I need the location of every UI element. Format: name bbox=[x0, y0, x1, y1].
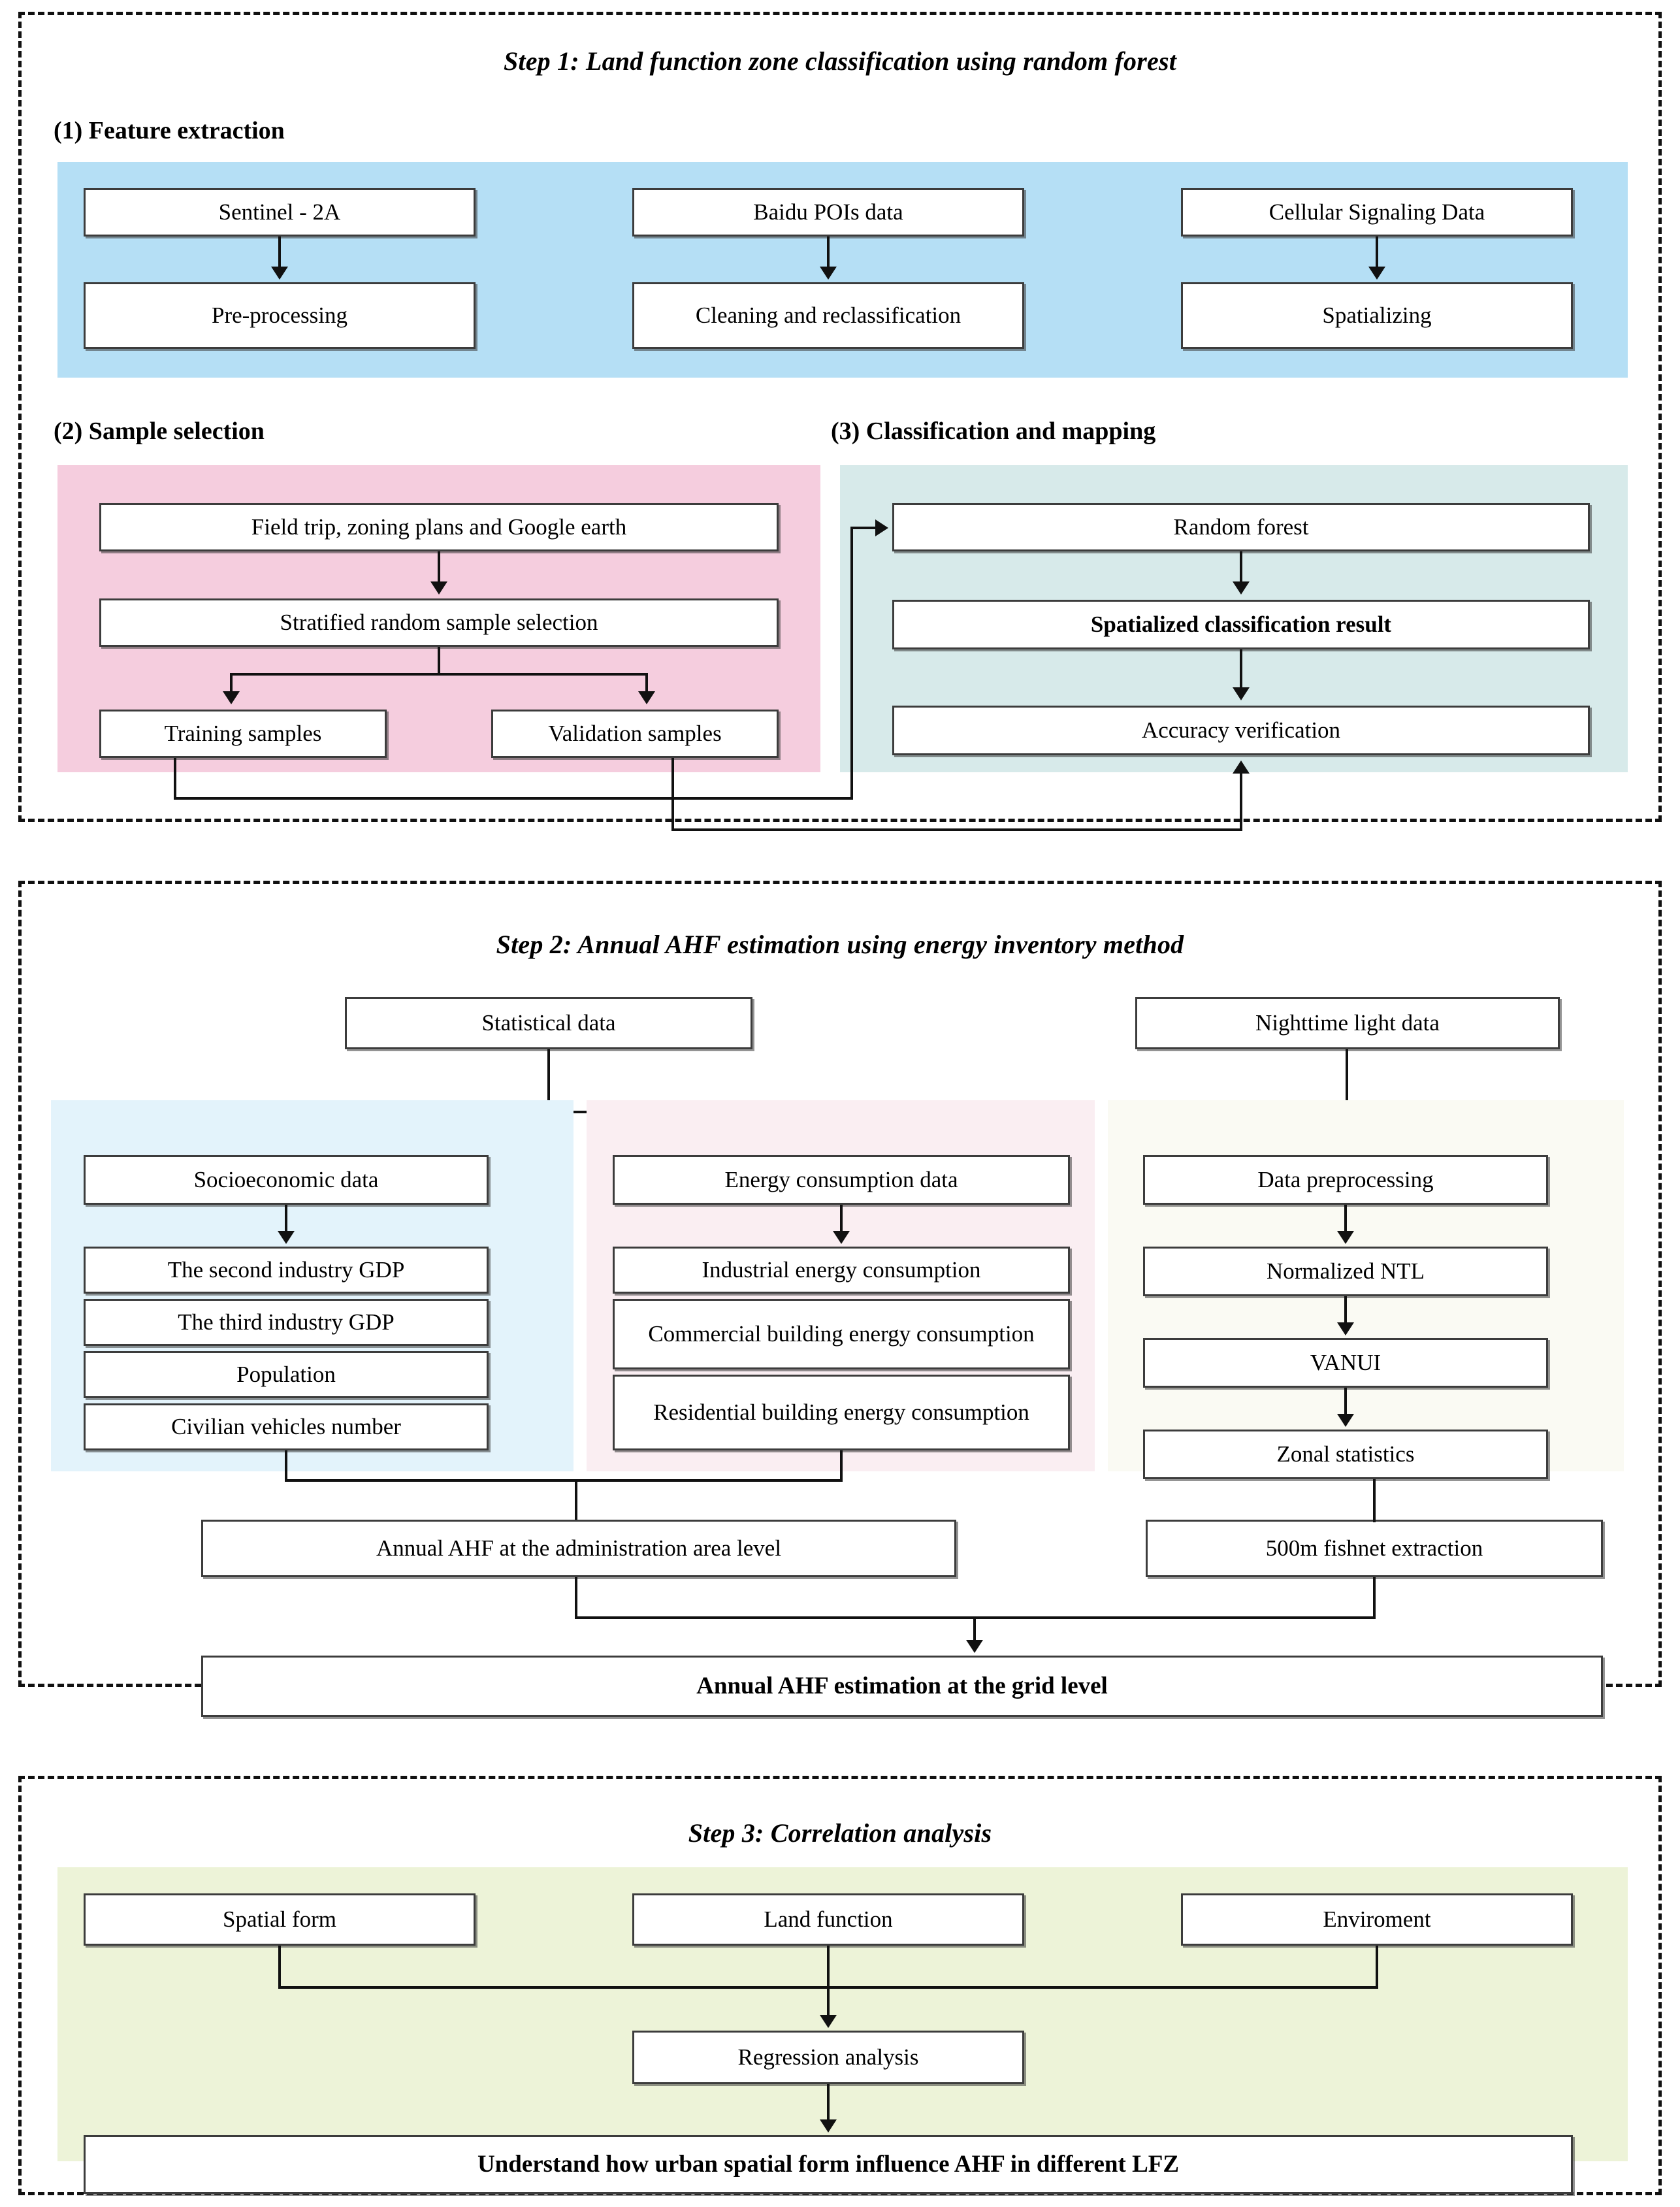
connector-training-out-h bbox=[174, 797, 853, 800]
arrow-down-icon bbox=[820, 267, 837, 280]
connector-ntl-to-preprocessing bbox=[1346, 1049, 1348, 1141]
connector-training-into-rf bbox=[850, 527, 878, 529]
step1-section-feature-extraction: (1) Feature extraction bbox=[54, 117, 285, 144]
node-spatializing[interactable]: Spatializing bbox=[1181, 282, 1573, 349]
step1-title: Step 1: Land function zone classificatio… bbox=[503, 46, 1177, 76]
connector-split-left bbox=[230, 673, 233, 694]
arrow-down-icon bbox=[833, 1231, 850, 1244]
node-second-industry-gdp[interactable]: The second industry GDP bbox=[84, 1247, 489, 1294]
connector-regression-conclusion bbox=[827, 2084, 830, 2122]
node-data-preprocessing[interactable]: Data preprocessing bbox=[1143, 1155, 1548, 1205]
node-statistical-data[interactable]: Statistical data bbox=[345, 997, 752, 1049]
connector-normalized-vanui bbox=[1344, 1296, 1347, 1325]
connector-training-out-v bbox=[174, 758, 176, 800]
step3-title: Step 3: Correlation analysis bbox=[688, 1818, 992, 1848]
arrow-down-icon bbox=[278, 1231, 295, 1244]
node-land-function[interactable]: Land function bbox=[632, 1893, 1024, 1946]
connector-training-up bbox=[850, 528, 853, 800]
connector-enviroment-down bbox=[1376, 1946, 1378, 1989]
node-residential-building-energy-consumption[interactable]: Residential building energy consumption bbox=[613, 1375, 1070, 1450]
connector-spatial-down bbox=[278, 1946, 281, 1989]
node-nighttime-light-data[interactable]: Nighttime light data bbox=[1135, 997, 1560, 1049]
node-training-samples[interactable]: Training samples bbox=[99, 710, 387, 758]
node-baidu-pois-data[interactable]: Baidu POIs data bbox=[632, 188, 1024, 237]
node-validation-samples[interactable]: Validation samples bbox=[491, 710, 779, 758]
arrow-down-icon bbox=[638, 691, 655, 704]
arrow-down-icon bbox=[1337, 1322, 1354, 1335]
node-spatialized-classification-result[interactable]: Spatialized classification result bbox=[892, 600, 1590, 649]
node-annual-ahf-grid-level[interactable]: Annual AHF estimation at the grid level bbox=[201, 1656, 1603, 1717]
connector-grid-stem bbox=[973, 1616, 976, 1643]
node-random-forest[interactable]: Random forest bbox=[892, 503, 1590, 551]
connector-merge-admin-bar bbox=[285, 1479, 841, 1482]
node-spatial-form[interactable]: Spatial form bbox=[84, 1893, 476, 1946]
node-normalized-ntl[interactable]: Normalized NTL bbox=[1143, 1247, 1548, 1296]
step1-section-classification-mapping: (3) Classification and mapping bbox=[831, 417, 1156, 445]
arrow-down-icon bbox=[966, 1640, 983, 1653]
arrow-down-icon bbox=[820, 2015, 837, 2028]
connector-validation-out-v bbox=[671, 758, 674, 831]
connector-socio-to-gdp2 bbox=[285, 1205, 287, 1234]
node-vanui[interactable]: VANUI bbox=[1143, 1338, 1548, 1388]
node-regression-analysis[interactable]: Regression analysis bbox=[632, 2031, 1024, 2084]
node-enviroment[interactable]: Enviroment bbox=[1181, 1893, 1573, 1946]
connector-statistical-stem bbox=[547, 1049, 550, 1112]
connector-source-selection bbox=[438, 551, 440, 584]
connector-baidu-cleaning bbox=[827, 237, 830, 268]
arrow-down-icon bbox=[820, 2119, 837, 2133]
node-field-trip-zoning-google-earth[interactable]: Field trip, zoning plans and Google eart… bbox=[99, 503, 779, 551]
connector-cellular-spatializing bbox=[1376, 237, 1378, 268]
arrow-down-icon bbox=[1337, 1414, 1354, 1427]
arrow-down-icon bbox=[1368, 267, 1385, 280]
connector-rf-result bbox=[1240, 551, 1242, 584]
connector-preprocessing-normalized bbox=[1344, 1205, 1347, 1234]
node-civilian-vehicles-number[interactable]: Civilian vehicles number bbox=[84, 1403, 489, 1450]
arrow-down-icon bbox=[1233, 581, 1250, 595]
connector-socio-down bbox=[285, 1450, 287, 1482]
node-industrial-energy-consumption[interactable]: Industrial energy consumption bbox=[613, 1247, 1070, 1294]
connector-energy-to-industrial bbox=[840, 1205, 843, 1234]
node-conclusion[interactable]: Understand how urban spatial form influe… bbox=[84, 2135, 1573, 2194]
arrow-right-icon bbox=[875, 519, 888, 536]
connector-landfunction-down bbox=[827, 1946, 830, 2018]
node-cellular-signaling-data[interactable]: Cellular Signaling Data bbox=[1181, 188, 1573, 237]
connector-validation-out-h bbox=[671, 828, 1242, 831]
node-accuracy-verification[interactable]: Accuracy verification bbox=[892, 706, 1590, 755]
node-population[interactable]: Population bbox=[84, 1351, 489, 1398]
node-energy-consumption-data[interactable]: Energy consumption data bbox=[613, 1155, 1070, 1205]
arrow-down-icon bbox=[430, 581, 447, 595]
arrow-down-icon bbox=[271, 267, 288, 280]
node-third-industry-gdp[interactable]: The third industry GDP bbox=[84, 1299, 489, 1346]
node-zonal-statistics[interactable]: Zonal statistics bbox=[1143, 1430, 1548, 1479]
connector-fishnet-down bbox=[1373, 1577, 1376, 1619]
node-sentinel-2a[interactable]: Sentinel - 2A bbox=[84, 188, 476, 237]
connector-vanui-zonal bbox=[1344, 1388, 1347, 1416]
node-socioeconomic-data[interactable]: Socioeconomic data bbox=[84, 1155, 489, 1205]
connector-energy-down bbox=[840, 1450, 843, 1482]
node-annual-ahf-admin-level[interactable]: Annual AHF at the administration area le… bbox=[201, 1520, 956, 1577]
step2-title: Step 2: Annual AHF estimation using ener… bbox=[496, 930, 1184, 959]
connector-sentinel-preprocessing bbox=[278, 237, 281, 268]
node-stratified-random-sample-selection[interactable]: Stratified random sample selection bbox=[99, 598, 779, 647]
node-commercial-building-energy-consumption[interactable]: Commercial building energy consumption bbox=[613, 1299, 1070, 1369]
connector-selection-split-stem bbox=[438, 647, 440, 674]
connector-zonal-down bbox=[1373, 1479, 1376, 1522]
connector-result-verification bbox=[1240, 649, 1242, 690]
step1-section-sample-selection: (2) Sample selection bbox=[54, 417, 265, 445]
connector-selection-split-bar bbox=[230, 673, 648, 676]
arrow-down-icon bbox=[223, 691, 240, 704]
connector-split-right bbox=[645, 673, 648, 694]
connector-admin-down bbox=[575, 1577, 577, 1619]
arrow-up-icon bbox=[1233, 760, 1250, 774]
connector-validation-up bbox=[1240, 774, 1242, 830]
node-fishnet-extraction[interactable]: 500m fishnet extraction bbox=[1146, 1520, 1603, 1577]
connector-merge-admin-stem bbox=[575, 1479, 577, 1531]
arrow-down-icon bbox=[1337, 1231, 1354, 1244]
node-cleaning-reclassification[interactable]: Cleaning and reclassification bbox=[632, 282, 1024, 349]
node-pre-processing[interactable]: Pre-processing bbox=[84, 282, 476, 349]
arrow-down-icon bbox=[1233, 687, 1250, 700]
